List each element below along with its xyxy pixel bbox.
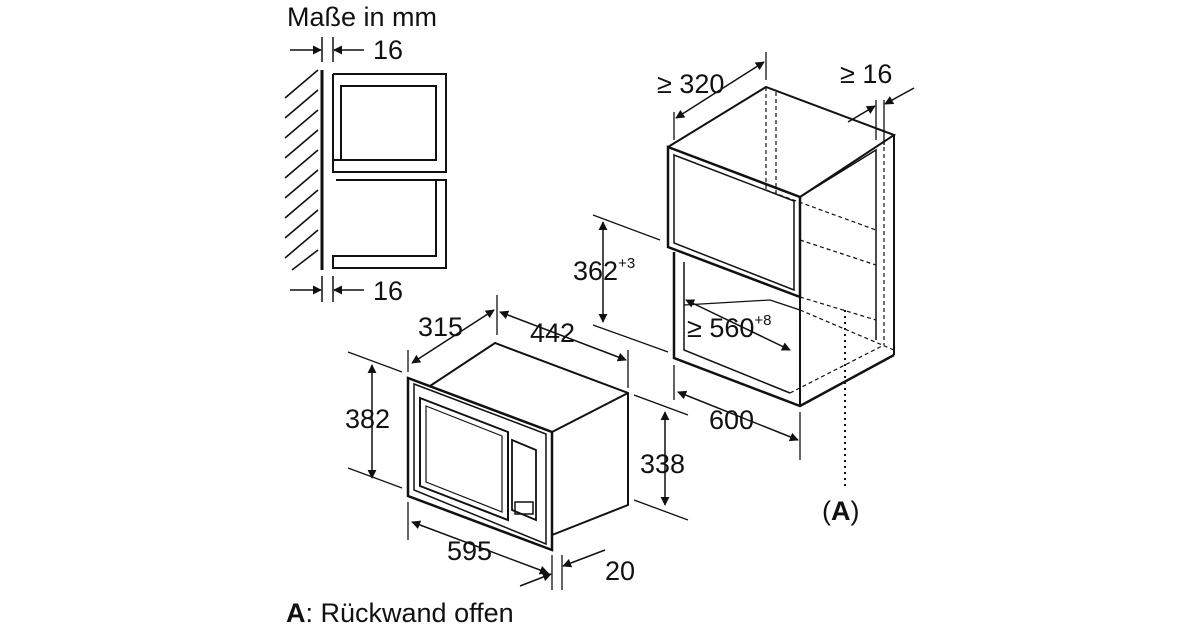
upper-cabinet-inner [673, 153, 795, 292]
upper-cabinet-front [666, 145, 802, 299]
niche-opening [672, 252, 895, 408]
niche-height-tolerance: +3 [618, 255, 636, 272]
oven-body [429, 341, 629, 536]
page-title: Maße in mm [287, 2, 438, 32]
upper-cabinet-top [667, 85, 897, 198]
niche-width-tolerance: +8 [754, 312, 772, 329]
oven-drawing [347, 295, 689, 590]
oven-depth-label: 315 [418, 312, 464, 342]
oven-window [419, 396, 509, 522]
oven-inner-height-label: 338 [640, 449, 686, 479]
control-panel [511, 438, 537, 522]
niche-width-min-label: ≥ 560+8 [687, 312, 772, 343]
lower-cabinet-outline [332, 179, 447, 269]
side-gap-top-label: 16 [373, 35, 404, 65]
control-display [514, 501, 534, 515]
niche-side-label: ≥ 16 [840, 59, 893, 89]
niche-height-value: 362 [573, 256, 619, 286]
footnote: A: Rückwand offen [286, 600, 514, 627]
oven-width-top-label: 442 [530, 318, 576, 348]
footnote-key: A [286, 598, 306, 628]
oven-width-label: 595 [447, 536, 493, 566]
oven-window-inner [425, 405, 503, 513]
oven-front-inner [413, 382, 547, 546]
back-wall-marker: (A) [822, 496, 860, 526]
niche-width-min-value: ≥ 560 [687, 313, 755, 343]
footnote-text: : Rückwand offen [305, 598, 514, 628]
side-gap-bottom-label: 16 [373, 276, 404, 306]
upper-cabinet-side [799, 148, 877, 340]
oven-panel-label: 20 [605, 556, 636, 586]
niche-drawing [592, 52, 915, 488]
niche-depth-label: ≥ 320 [657, 69, 725, 99]
niche-height-label: 362+3 [573, 255, 636, 286]
side-view [284, 37, 447, 302]
upper-cabinet-outline [332, 73, 447, 173]
oven-front-frame [406, 376, 554, 552]
wall-hatching [284, 69, 319, 271]
oven-height-label: 382 [345, 404, 391, 434]
back-wall-key: A [831, 496, 851, 526]
niche-width-label: 600 [709, 405, 755, 435]
